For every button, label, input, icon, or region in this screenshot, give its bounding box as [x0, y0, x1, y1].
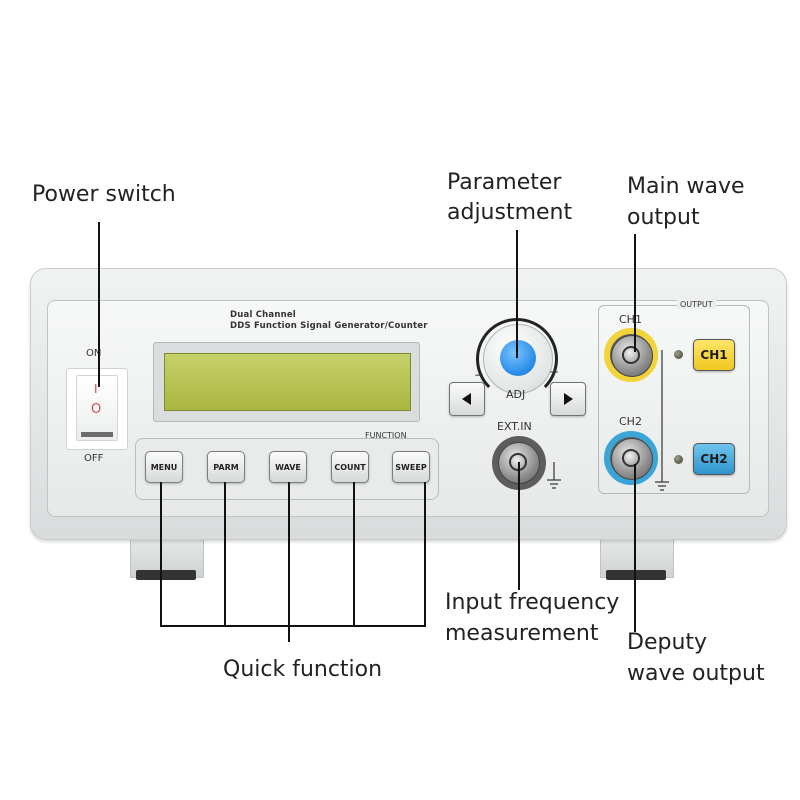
count-leader [353, 482, 355, 627]
parameter-callout-line1: Parameter [447, 170, 562, 195]
wave-button[interactable]: WAVE [269, 451, 307, 483]
main-wave-leader [634, 234, 636, 352]
sweep-button[interactable]: SWEEP [392, 451, 430, 483]
ch2-label: CH2 [619, 415, 642, 428]
power-off-symbol: O [91, 402, 102, 417]
power-switch-callout: Power switch [32, 182, 176, 207]
wave-leader [288, 482, 290, 642]
parm-button[interactable]: PARM [207, 451, 245, 483]
ground-icon [547, 462, 561, 489]
power-off-label: OFF [84, 453, 104, 464]
count-button[interactable]: COUNT [331, 451, 369, 483]
plus-label: + [549, 365, 560, 379]
menu-button[interactable]: MENU [145, 451, 183, 483]
ch1-label: CH1 [619, 313, 642, 326]
right-arrow-button[interactable] [550, 382, 586, 416]
input-frequency-callout-line1: Input frequency [445, 590, 620, 615]
quick-function-bracket [160, 625, 426, 627]
brand-line1: Dual Channel [230, 310, 296, 320]
brand-line2: DDS Function Signal Generator/Counter [230, 321, 428, 331]
ch2-connector-pin [622, 449, 640, 467]
parameter-leader [516, 230, 518, 358]
parm-leader [224, 482, 226, 627]
function-group-label: FUNCTION [365, 431, 407, 440]
output-label: OUTPUT [677, 300, 716, 309]
power-switch-leader [98, 222, 100, 387]
menu-leader [160, 482, 162, 627]
minus-label: − [474, 368, 485, 382]
lcd-display [153, 342, 420, 422]
foot-pad-left [136, 570, 196, 580]
power-on-symbol: I [94, 382, 98, 396]
input-frequency-leader [518, 462, 520, 590]
ch2-led [674, 455, 683, 464]
ext-in-label: EXT.IN [497, 420, 532, 433]
deputy-wave-callout-line2: wave output [627, 661, 765, 686]
deputy-wave-callout-line1: Deputy [627, 630, 708, 655]
right-arrow-icon [564, 393, 573, 405]
ground-icon [655, 350, 669, 491]
foot-pad-right [606, 570, 666, 580]
parameter-callout-line2: adjustment [447, 200, 573, 225]
main-wave-callout-line2: output [627, 205, 700, 230]
sweep-leader [424, 482, 426, 627]
power-switch-shadow [81, 432, 113, 437]
output-section [598, 305, 750, 494]
knob-cap [500, 340, 536, 376]
power-on-label: ON [86, 348, 102, 359]
adj-label: ADJ [506, 388, 526, 401]
quick-function-callout: Quick function [223, 657, 383, 682]
left-arrow-icon [462, 393, 471, 405]
power-switch[interactable]: I O [76, 375, 118, 441]
deputy-wave-leader [634, 464, 636, 632]
main-wave-callout-line1: Main wave [627, 174, 745, 199]
left-arrow-button[interactable] [449, 382, 485, 416]
ch1-button[interactable]: CH1 [693, 339, 735, 371]
input-frequency-callout-line2: measurement [445, 621, 599, 646]
ch2-output-connector[interactable] [611, 438, 653, 480]
lcd-screen [164, 353, 411, 411]
ch2-button[interactable]: CH2 [693, 443, 735, 475]
ch1-connector-pin [622, 346, 640, 364]
ch1-led [674, 350, 683, 359]
